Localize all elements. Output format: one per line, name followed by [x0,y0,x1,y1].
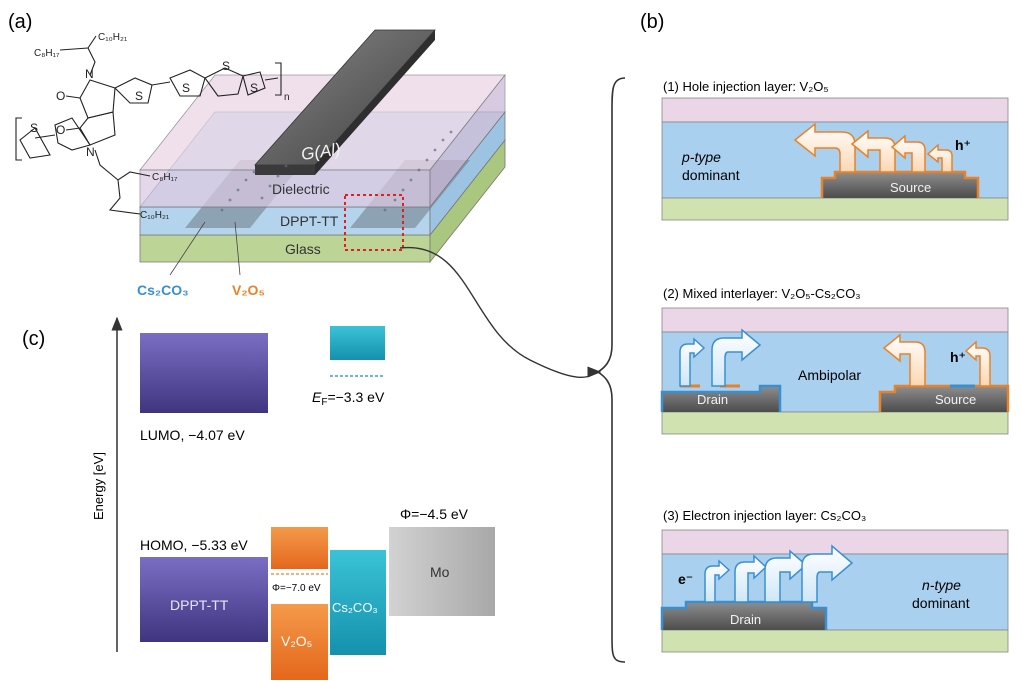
sub1-region-l2: dominant [682,167,740,183]
sub1-hole: h⁺ [955,137,971,153]
lumo-label: LUMO, −4.07 eV [140,427,245,443]
atom-s-3: S [222,59,230,73]
repeat-n: n [284,92,290,103]
dppt-block [140,557,268,642]
sub3-region-l2: dominant [912,595,970,611]
atom-n-top: N [85,67,94,81]
v2o5-label: V₂O₅ [232,282,265,298]
electron-arrows-2 [679,328,762,387]
gate-side [315,30,435,175]
hole-arrows-1 [793,122,953,173]
subpanel-mixed: (2) Mixed interlayer: V₂O₅-Cs₂CO₃ Drain … [660,286,1010,435]
polymer-structure [15,35,282,215]
mo-block-label: Mo [430,564,450,580]
drain-electrode-3 [660,600,828,630]
source-electrode-1 [820,170,980,198]
dppt-label: DPPT-TT [280,213,339,229]
c10h21-bottom: C₁₀H₂₁ [140,210,170,221]
device-schematic: G(Al) Dielectric DPPT-TT Glass Cs₂CO₃ V₂… [137,29,602,378]
v2o5-bottom-block [271,604,328,680]
sub2-region: Ambipolar [798,367,861,383]
sub3-title: (3) Electron injection layer: Cs₂CO₃ [663,508,866,523]
c8h17-bottom: C₈H₁₇ [152,172,178,183]
atom-s-5: S [30,121,38,135]
energy-diagram: Energy [eV] LUMO, −4.07 eV EF=−3.3 eV HO… [91,316,495,680]
sub2-drain: Drain [697,392,728,407]
sub1-region-l1: p-type [681,149,721,165]
sub3-region-l1: n-type [922,577,961,593]
phi-v2o5: Φ=−7.0 eV [272,583,321,594]
sub1-source: Source [890,180,931,195]
sub2-title: (2) Mixed interlayer: V₂O₅-Cs₂CO₃ [663,286,861,301]
cs2co3-label: Cs₂CO₃ [137,282,189,298]
v2o5-top-block [271,527,328,569]
sub1-title: (1) Hole injection layer: V₂O₅ [663,79,829,94]
sub3-electron: e⁻ [678,571,693,587]
c10h21-top: C₁₀H₂₁ [98,32,128,43]
connector-arrow [399,246,602,378]
mo-block [389,527,495,616]
sub2-hole: h⁺ [950,349,966,365]
dielectric-side [429,73,506,209]
source-electrode-2 [878,384,1010,412]
sub2-source: Source [935,392,976,407]
cs2co3-block [330,550,386,655]
lumo-block [140,333,268,413]
dppt-block-label: DPPT-TT [170,597,229,613]
atom-o-top: O [56,89,65,103]
electron-arrows-3 [704,544,854,603]
panel-b-brace [596,77,626,663]
homo-label: HOMO, −5.33 eV [140,537,248,553]
sub3-drain: Drain [730,612,761,627]
energy-axis-label: Energy [eV] [91,452,106,520]
polymer-labels: C₁₀H₂₁ C₈H₁₇ C₈H₁₇ C₁₀H₂₁ n N N O O S S … [30,32,290,221]
cs-lumo-block [330,326,385,360]
v2o5-block-label: V₂O₅ [281,633,312,649]
cs2co3-block-label: Cs₂CO₃ [332,600,378,615]
atom-n-bottom: N [86,145,95,159]
phi-mo: Φ=−4.5 eV [400,506,469,522]
panel-label-c: (c) [22,328,45,350]
drain-electrode-2 [660,384,782,412]
gate-front [255,165,315,175]
cs-leader [169,221,206,276]
subpanel-electron-injection: (3) Electron injection layer: Cs₂CO₃ Dra… [660,508,1009,653]
panel-label-b: (b) [640,11,664,33]
c8h17-top: C₈H₁₇ [34,48,60,59]
atom-o-bottom: O [56,123,65,137]
subpanel-hole-injection: (1) Hole injection layer: V₂O₅ Source p-… [661,79,1009,221]
fermi-level-label: EF=−3.3 eV [312,389,385,408]
dielectric-label: Dielectric [272,181,330,197]
atom-s-1: S [135,89,143,103]
atom-s-4: S [250,81,258,95]
panel-label-a: (a) [8,11,32,33]
zoom-box [344,194,404,251]
atom-s-2: S [182,81,190,95]
hole-arrows-2 [882,333,991,387]
molecule-dots [220,130,453,212]
v-leader [234,221,241,276]
glass-label: Glass [285,241,321,257]
